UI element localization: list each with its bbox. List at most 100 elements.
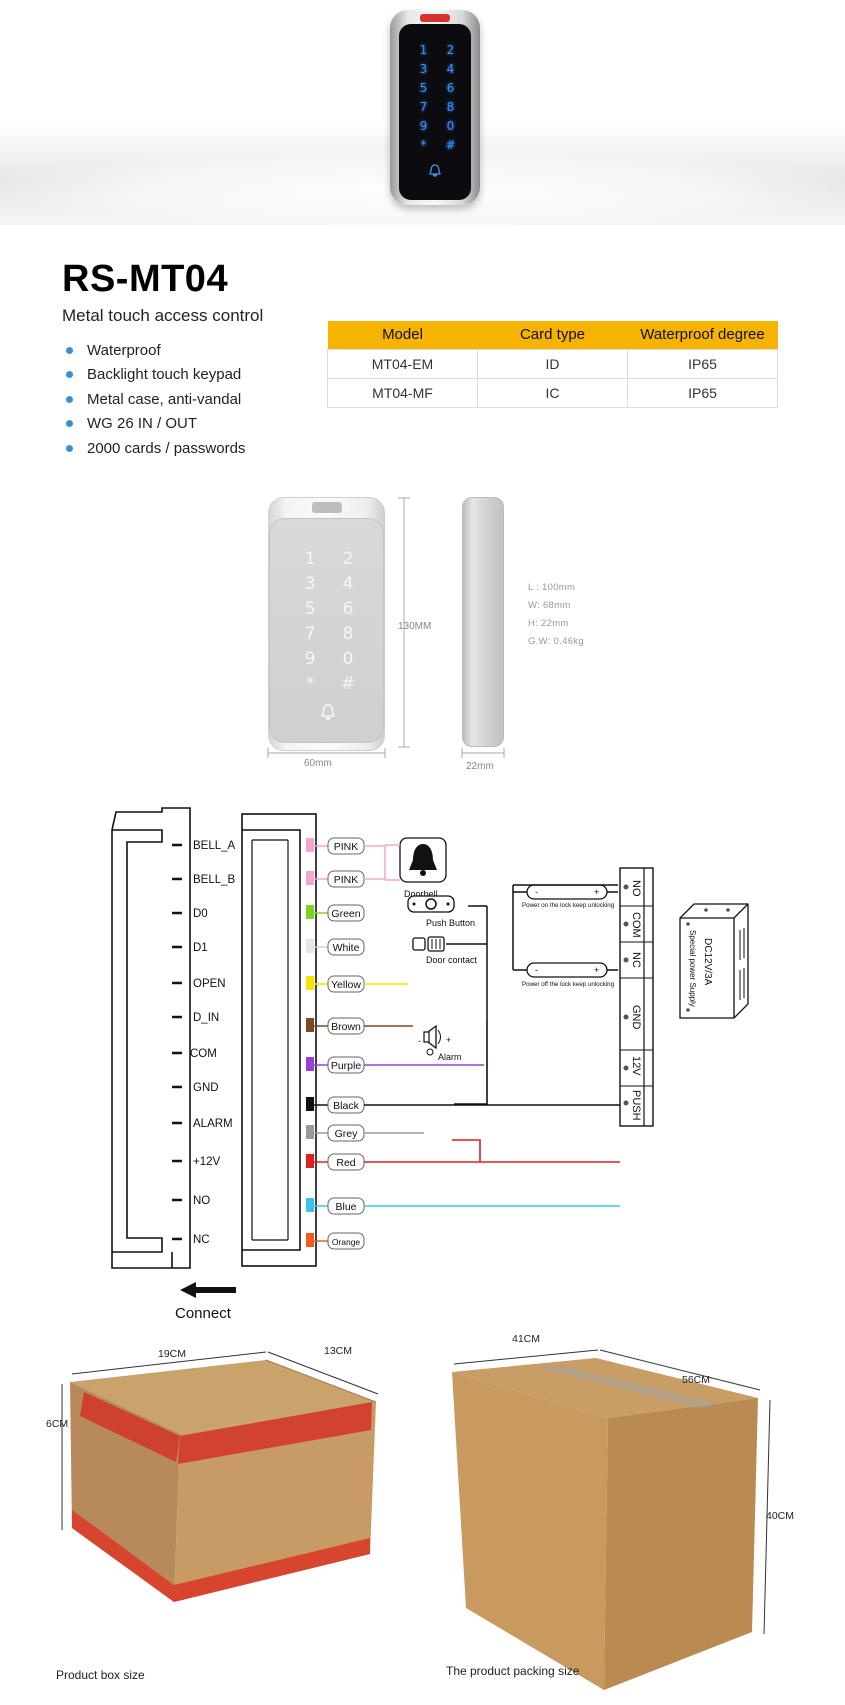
push-button-device xyxy=(407,895,455,913)
feature-item: Metal case, anti-vandal xyxy=(62,387,245,412)
carton-caption: The product packing size xyxy=(446,1664,580,1678)
key: 3 xyxy=(419,62,428,76)
terminal-label: GND xyxy=(193,1082,219,1094)
depth-dimension: 22mm xyxy=(466,761,494,772)
terminal-label: ALARM xyxy=(193,1118,233,1130)
wire-label: PINK xyxy=(334,874,359,886)
lock-off-label: Power off the lock keep unlocking xyxy=(522,981,615,988)
wire-label: Black xyxy=(333,1100,359,1112)
wire-color-nub xyxy=(306,1154,314,1168)
wire-color-nub xyxy=(306,838,314,852)
key: 2 xyxy=(446,43,455,57)
spec-item: L : 100mm xyxy=(528,582,576,593)
feature-item: WG 26 IN / OUT xyxy=(62,412,245,437)
wire-route xyxy=(454,1065,488,1105)
physical-spec-list: L : 100mm W: 68mm H: 22mm G.W: 0.46kg xyxy=(528,582,584,654)
feature-item: Waterproof xyxy=(62,338,245,363)
wire-label: Brown xyxy=(331,1021,361,1033)
key: 0 xyxy=(342,649,354,669)
key: 9 xyxy=(419,119,428,133)
feature-item: 2000 cards / passwords xyxy=(62,436,245,461)
table-cell: MT04-MF xyxy=(327,377,478,408)
psu-terminal-no: NO xyxy=(630,880,642,897)
key: * xyxy=(305,674,315,694)
wire-color-nub xyxy=(306,1233,314,1247)
table-header-row: Model Card type Waterproof degree xyxy=(327,321,778,349)
wire-label: Red xyxy=(336,1157,355,1169)
box-width-line xyxy=(267,1351,379,1395)
lock-on-label: Power on the lock keep unlocking xyxy=(522,902,615,909)
key: 8 xyxy=(342,624,354,644)
wire-label: Blue xyxy=(335,1201,356,1213)
svg-text:-: - xyxy=(535,965,538,975)
power-terminal-block xyxy=(619,867,654,1127)
key: # xyxy=(445,138,456,152)
wire-label: White xyxy=(333,942,360,954)
psu-terminal-com: COM xyxy=(630,912,642,938)
svg-text:+: + xyxy=(446,1035,451,1045)
doorbell-device xyxy=(384,837,447,883)
packaging-illustration xyxy=(61,1349,771,1690)
column-header: Card type xyxy=(477,321,628,349)
carton-height-label: 40CM xyxy=(766,1510,795,1522)
terminal-label: COM xyxy=(190,1048,217,1060)
terminal-label: NC xyxy=(193,1234,210,1246)
key: 5 xyxy=(304,599,316,619)
bell-icon xyxy=(320,704,336,721)
table-cell: IC xyxy=(477,377,628,408)
box-length-label: 19CM xyxy=(158,1348,187,1360)
key: 4 xyxy=(446,62,455,76)
device-touch-panel: 1 2 3 4 5 6 7 8 9 0 * # xyxy=(399,24,471,200)
key: 8 xyxy=(446,100,455,114)
svg-text:-: - xyxy=(418,1036,421,1046)
door-contact-label: Door contact xyxy=(426,955,478,965)
doorbell-label: Doorbell xyxy=(404,889,438,899)
connect-arrow-icon xyxy=(180,1282,236,1298)
model-spec-table: Model Card type Waterproof degree MT04-E… xyxy=(327,321,778,408)
device-led xyxy=(312,502,342,513)
wiring-diagram: BELL_ABELL_BD0D1OPEND_INCOMGNDALARM+12VN… xyxy=(111,807,749,1322)
key: 1 xyxy=(419,43,428,57)
key: 0 xyxy=(446,119,455,133)
wire-label: Purple xyxy=(331,1060,362,1072)
connector-housing xyxy=(111,807,191,1269)
product-box-image xyxy=(70,1359,377,1602)
lock-off-device: - + xyxy=(526,962,608,978)
bell-icon xyxy=(429,164,441,177)
spec-item: H: 22mm xyxy=(528,618,569,629)
alarm-siren-device: - + xyxy=(418,1024,451,1056)
psu-terminal-12v: 12V xyxy=(630,1056,642,1076)
dimension-lines xyxy=(267,497,505,758)
terminal-label: D1 xyxy=(193,942,208,954)
hero-keypad: 1 2 3 4 5 6 7 8 9 0 * # xyxy=(413,44,461,151)
key: 6 xyxy=(446,81,455,95)
table-row: MT04-MF IC IP65 xyxy=(327,377,778,408)
device-led xyxy=(420,14,450,22)
feature-list: Waterproof Backlight touch keypad Metal … xyxy=(62,338,245,461)
wire-label: Green xyxy=(331,908,360,920)
connect-label: Connect xyxy=(175,1305,232,1322)
device-front-view: 1 2 3 4 5 6 7 8 9 0 * # xyxy=(268,497,385,751)
carton-length-line xyxy=(453,1349,599,1365)
door-contact-device xyxy=(412,936,445,952)
key: 7 xyxy=(419,100,428,114)
svg-text:+: + xyxy=(594,965,599,975)
table-row: MT04-EM ID IP65 xyxy=(327,348,778,379)
key: 2 xyxy=(342,549,354,569)
hero-banner: 1 2 3 4 5 6 7 8 9 0 * # xyxy=(0,0,845,225)
svg-text:-: - xyxy=(535,887,538,897)
bullet-icon xyxy=(66,371,73,379)
lock-on-device: - + xyxy=(526,884,608,900)
box-caption: Product box size xyxy=(56,1668,145,1682)
table-cell: IP65 xyxy=(627,348,778,379)
key: 7 xyxy=(304,624,316,644)
carton-width-line xyxy=(599,1349,761,1391)
feature-item: Backlight touch keypad xyxy=(62,363,245,388)
psu-description: Special power Supply xyxy=(688,930,697,1007)
product-model-title: RS-MT04 xyxy=(62,258,229,300)
packing-carton-image xyxy=(452,1358,758,1690)
table-cell: MT04-EM xyxy=(327,348,478,379)
wire-color-nub xyxy=(306,1018,314,1032)
box-height-label: 6CM xyxy=(46,1418,69,1430)
width-dimension: 60mm xyxy=(304,758,332,769)
